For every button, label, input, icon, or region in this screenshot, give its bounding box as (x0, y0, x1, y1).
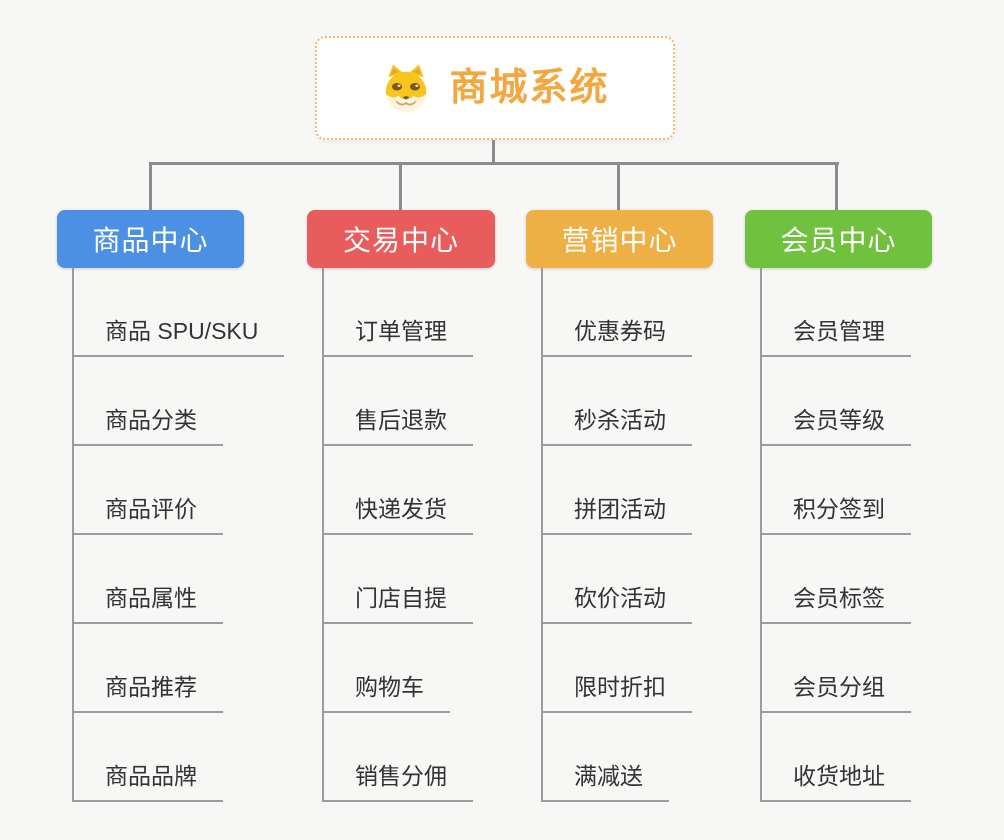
child-topic-label: 售后退款 (355, 407, 447, 434)
rail-product-center (72, 268, 74, 802)
child-topic[interactable]: 商品属性 (72, 535, 223, 624)
child-topic-label: 优惠券码 (574, 318, 666, 345)
child-topic-label: 商品分类 (105, 407, 197, 434)
child-topic-label: 会员管理 (793, 318, 885, 345)
branch-node-marketing-center[interactable]: 营销中心 (526, 210, 713, 268)
connector-bus-line (149, 162, 839, 165)
child-topic[interactable]: 秒杀活动 (541, 357, 692, 446)
child-topic-label: 购物车 (355, 674, 424, 701)
child-topic[interactable]: 商品分类 (72, 357, 223, 446)
child-topic-label: 销售分佣 (355, 763, 447, 790)
child-topic-label: 订单管理 (355, 318, 447, 345)
root-node[interactable]: 商城系统 (315, 36, 675, 140)
connector-drop-trade (399, 164, 402, 210)
child-topic[interactable]: 售后退款 (322, 357, 473, 446)
children-product-center: 商品 SPU/SKU 商品分类 商品评价 商品属性 商品推荐 商品品牌 (72, 268, 285, 802)
dog-face-icon (380, 62, 432, 114)
branch-node-product-center[interactable]: 商品中心 (57, 210, 244, 268)
child-topic[interactable]: 快递发货 (322, 446, 473, 535)
rail-member-center (760, 268, 762, 802)
child-topic-label: 限时折扣 (574, 674, 666, 701)
child-topic[interactable]: 积分签到 (760, 446, 911, 535)
rail-marketing-center (541, 268, 543, 802)
child-topic[interactable]: 拼团活动 (541, 446, 692, 535)
child-topic-label: 商品评价 (105, 496, 197, 523)
child-topic-label: 会员标签 (793, 585, 885, 612)
child-topic[interactable]: 收货地址 (760, 713, 911, 802)
child-topic[interactable]: 商品 SPU/SKU (72, 268, 285, 357)
root-title: 商城系统 (449, 67, 610, 109)
child-topic-label: 门店自提 (355, 585, 447, 612)
child-topic[interactable]: 门店自提 (322, 535, 473, 624)
child-topic-label: 收货地址 (793, 763, 885, 790)
child-topic[interactable]: 会员等级 (760, 357, 911, 446)
child-topic[interactable]: 满减送 (541, 713, 669, 802)
branch-node-member-center[interactable]: 会员中心 (745, 210, 932, 268)
child-topic[interactable]: 会员标签 (760, 535, 911, 624)
child-topic[interactable]: 销售分佣 (322, 713, 473, 802)
child-topic-label: 商品 SPU/SKU (105, 318, 259, 345)
connector-drop-marketing (617, 164, 620, 210)
child-topic-label: 拼团活动 (574, 496, 666, 523)
child-topic-label: 商品推荐 (105, 674, 197, 701)
child-topic[interactable]: 限时折扣 (541, 624, 692, 713)
child-topic-label: 商品属性 (105, 585, 197, 612)
child-topic[interactable]: 购物车 (322, 624, 450, 713)
children-marketing-center: 优惠券码 秒杀活动 拼团活动 砍价活动 限时折扣 满减送 (541, 268, 692, 802)
child-topic-label: 砍价活动 (574, 585, 666, 612)
child-topic[interactable]: 商品品牌 (72, 713, 223, 802)
connector-root-stub (492, 140, 495, 164)
child-topic-label: 快递发货 (355, 496, 447, 523)
child-topic-label: 会员等级 (793, 407, 885, 434)
child-topic-label: 商品品牌 (105, 763, 197, 790)
branch-node-trade-center[interactable]: 交易中心 (307, 210, 495, 268)
child-topic-label: 秒杀活动 (574, 407, 666, 434)
child-topic-label: 会员分组 (793, 674, 885, 701)
child-topic[interactable]: 商品推荐 (72, 624, 223, 713)
rail-trade-center (322, 268, 324, 802)
child-topic[interactable]: 优惠券码 (541, 268, 692, 357)
child-topic[interactable]: 商品评价 (72, 446, 223, 535)
child-topic[interactable]: 会员管理 (760, 268, 911, 357)
child-topic-label: 积分签到 (793, 496, 885, 523)
connector-drop-member (835, 164, 838, 210)
child-topic[interactable]: 订单管理 (322, 268, 473, 357)
children-trade-center: 订单管理 售后退款 快递发货 门店自提 购物车 销售分佣 (322, 268, 473, 802)
connector-drop-product (149, 164, 152, 210)
child-topic-label: 满减送 (574, 763, 643, 790)
child-topic[interactable]: 砍价活动 (541, 535, 692, 624)
child-topic[interactable]: 会员分组 (760, 624, 911, 713)
children-member-center: 会员管理 会员等级 积分签到 会员标签 会员分组 收货地址 (760, 268, 911, 802)
